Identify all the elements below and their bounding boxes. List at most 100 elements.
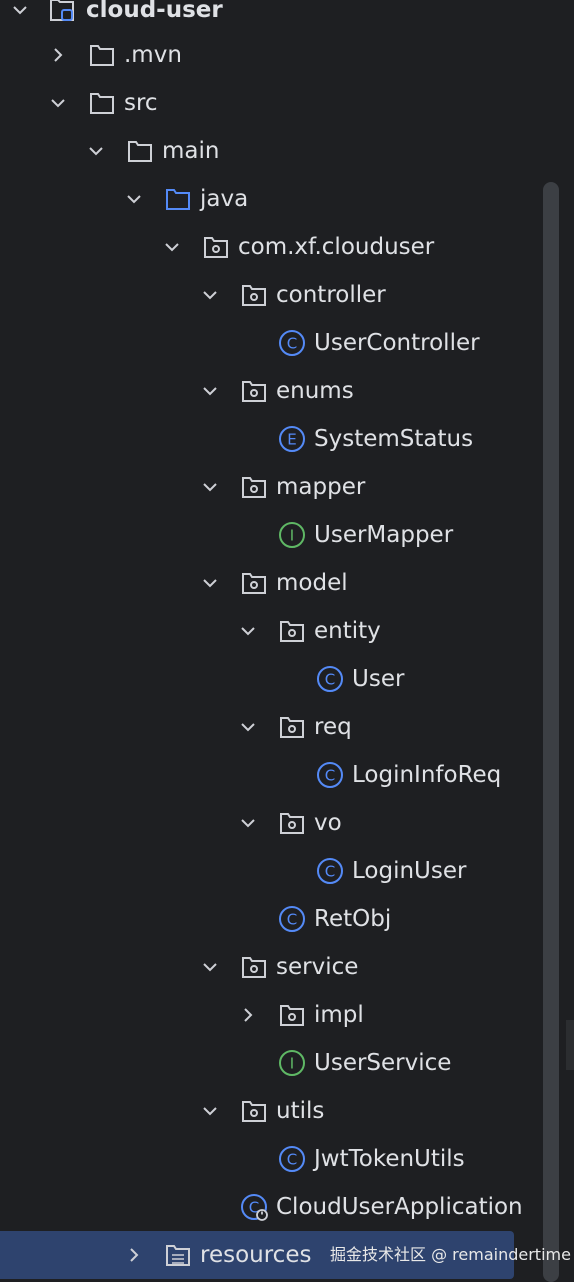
package-icon bbox=[280, 1005, 304, 1026]
chevron-down-icon[interactable] bbox=[200, 477, 220, 497]
chevron-down-icon[interactable] bbox=[238, 621, 258, 641]
tree-label: src bbox=[124, 90, 158, 116]
package-icon bbox=[242, 285, 266, 306]
package-icon bbox=[204, 237, 228, 258]
tree-label: com.xf.clouduser bbox=[238, 234, 435, 260]
svg-text:C: C bbox=[249, 1199, 259, 1217]
tree-label: enums bbox=[276, 378, 354, 404]
tree-row-package-root[interactable]: com.xf.clouduser bbox=[0, 223, 540, 271]
package-icon bbox=[242, 573, 266, 594]
tree-row-logininforeq[interactable]: C LoginInfoReq bbox=[0, 751, 540, 799]
chevron-right-icon[interactable] bbox=[124, 1245, 144, 1265]
chevron-right-icon[interactable] bbox=[238, 1005, 258, 1025]
tree-label: entity bbox=[314, 618, 381, 644]
tree-row-mvn[interactable]: .mvn bbox=[0, 31, 540, 79]
tree-label: utils bbox=[276, 1098, 325, 1124]
svg-text:C: C bbox=[325, 671, 335, 689]
svg-text:C: C bbox=[287, 1151, 297, 1169]
tree-label: User bbox=[352, 666, 405, 692]
tree-label: UserService bbox=[314, 1050, 452, 1076]
tree-row-retobj[interactable]: C RetObj bbox=[0, 895, 540, 943]
tree-label: CloudUserApplication bbox=[276, 1194, 523, 1220]
tree-row-main[interactable]: main bbox=[0, 127, 540, 175]
class-icon: C bbox=[317, 858, 343, 884]
tree-row-userservice[interactable]: I UserService bbox=[0, 1039, 540, 1087]
tree-row-usermapper[interactable]: I UserMapper bbox=[0, 511, 540, 559]
tree-label: LoginInfoReq bbox=[352, 762, 502, 788]
chevron-down-icon[interactable] bbox=[48, 93, 68, 113]
tree-label: SystemStatus bbox=[314, 426, 474, 452]
tree-row-java[interactable]: java bbox=[0, 175, 540, 223]
tree-row-service[interactable]: service bbox=[0, 943, 540, 991]
tree-label: JwtTokenUtils bbox=[314, 1146, 465, 1172]
source-folder-icon bbox=[166, 189, 190, 210]
tree-row-vo[interactable]: vo bbox=[0, 799, 540, 847]
folder-icon bbox=[90, 45, 114, 66]
tree-row-clouduserapplication[interactable]: C CloudUserApplication bbox=[0, 1183, 540, 1231]
tree-label: controller bbox=[276, 282, 386, 308]
tree-row-usercontroller[interactable]: C UserController bbox=[0, 319, 540, 367]
scrollbar-thumb[interactable] bbox=[543, 182, 559, 1282]
svg-text:C: C bbox=[287, 335, 297, 353]
svg-text:I: I bbox=[290, 1055, 294, 1073]
tree-label: resources bbox=[200, 1242, 312, 1268]
tree-row-resources[interactable]: resources bbox=[0, 1231, 514, 1279]
chevron-down-icon[interactable] bbox=[200, 381, 220, 401]
tree-row-model[interactable]: model bbox=[0, 559, 540, 607]
tree-label: service bbox=[276, 954, 359, 980]
interface-icon: I bbox=[279, 1050, 305, 1076]
chevron-down-icon[interactable] bbox=[10, 0, 30, 20]
tree-label: req bbox=[314, 714, 352, 740]
chevron-right-icon[interactable] bbox=[48, 45, 68, 65]
svg-text:C: C bbox=[287, 911, 297, 929]
package-icon bbox=[242, 381, 266, 402]
package-icon bbox=[280, 621, 304, 642]
tree-label: mapper bbox=[276, 474, 366, 500]
tree-row-enums[interactable]: enums bbox=[0, 367, 540, 415]
class-icon: C bbox=[317, 666, 343, 692]
chevron-down-icon[interactable] bbox=[200, 285, 220, 305]
class-icon: C bbox=[279, 1146, 305, 1172]
chevron-down-icon[interactable] bbox=[162, 237, 182, 257]
tree-row-jwttokenutils[interactable]: C JwtTokenUtils bbox=[0, 1135, 540, 1183]
watermark: 掘金技术社区 @ remaindertime bbox=[330, 1245, 571, 1264]
tree-label: impl bbox=[314, 1002, 364, 1028]
tree-row-controller[interactable]: controller bbox=[0, 271, 540, 319]
tree-row-cloud-user[interactable]: cloud-user bbox=[0, 0, 540, 34]
chevron-down-icon[interactable] bbox=[200, 957, 220, 977]
module-folder-icon bbox=[50, 0, 74, 21]
class-icon: C bbox=[317, 762, 343, 788]
chevron-down-icon[interactable] bbox=[238, 813, 258, 833]
chevron-down-icon[interactable] bbox=[238, 717, 258, 737]
svg-text:E: E bbox=[287, 431, 296, 449]
package-icon bbox=[280, 717, 304, 738]
chevron-down-icon[interactable] bbox=[124, 189, 144, 209]
tree-label: .mvn bbox=[124, 42, 182, 68]
tree-row-req[interactable]: req bbox=[0, 703, 540, 751]
svg-text:I: I bbox=[290, 527, 294, 545]
chevron-down-icon[interactable] bbox=[200, 1101, 220, 1121]
tree-row-impl[interactable]: impl bbox=[0, 991, 540, 1039]
interface-icon: I bbox=[279, 522, 305, 548]
chevron-down-icon[interactable] bbox=[86, 141, 106, 161]
chevron-down-icon[interactable] bbox=[200, 573, 220, 593]
tree-label: vo bbox=[314, 810, 342, 836]
tree-label: main bbox=[162, 138, 220, 164]
tree-row-entity[interactable]: entity bbox=[0, 607, 540, 655]
tree-label: RetObj bbox=[314, 906, 392, 932]
package-icon bbox=[242, 1101, 266, 1122]
tree-row-loginuser[interactable]: C LoginUser bbox=[0, 847, 540, 895]
spring-boot-class-icon: C bbox=[241, 1194, 268, 1221]
class-icon: C bbox=[279, 330, 305, 356]
tree-label: cloud-user bbox=[86, 0, 223, 23]
folder-icon bbox=[128, 141, 152, 162]
tree-label: java bbox=[200, 186, 249, 212]
tree-row-mapper[interactable]: mapper bbox=[0, 463, 540, 511]
tree-row-systemstatus[interactable]: E SystemStatus bbox=[0, 415, 540, 463]
tree-label: LoginUser bbox=[352, 858, 467, 884]
tree-row-user[interactable]: C User bbox=[0, 655, 540, 703]
package-icon bbox=[242, 957, 266, 978]
tree-row-src[interactable]: src bbox=[0, 79, 540, 127]
tree-row-utils[interactable]: utils bbox=[0, 1087, 540, 1135]
